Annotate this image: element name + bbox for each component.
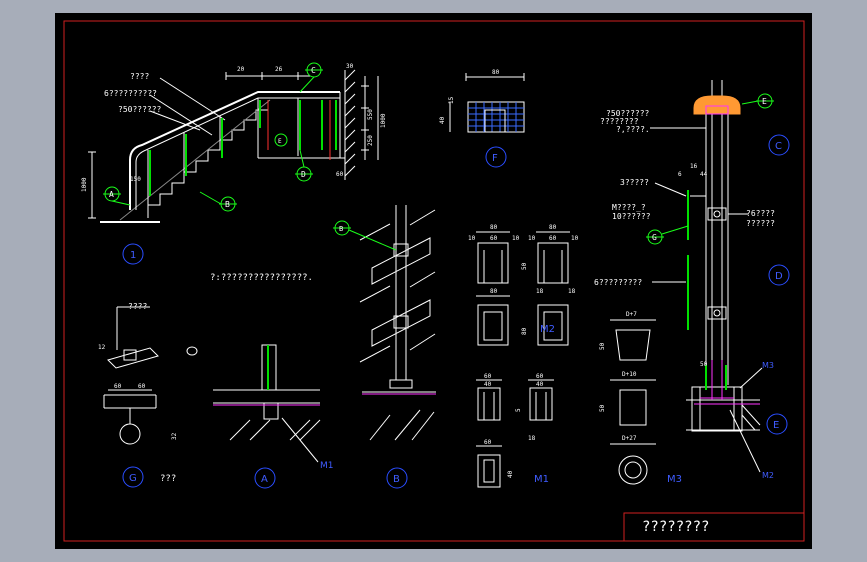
cde-dim-16: 16 <box>690 163 698 170</box>
plate-dim-40a: 40 <box>484 381 492 388</box>
cde-tag-e: E <box>762 97 767 106</box>
title-block <box>623 512 805 542</box>
plate-dim-10b: 10 <box>512 235 520 242</box>
dim-1000: 1000 <box>81 177 88 192</box>
g-dim-32: 32 <box>171 432 178 440</box>
tag-d: D <box>301 170 306 179</box>
plate-dim-10d: 10 <box>571 235 579 242</box>
f-id: F <box>492 153 498 164</box>
drawing-border <box>63 20 805 542</box>
cde-note-9: 6????????? <box>594 278 642 287</box>
detail-f <box>449 73 525 133</box>
dim-1000-right: 1000 <box>380 113 387 128</box>
main-text: ???? 6?????????? ?50?????? 20 26 30 1000… <box>81 63 387 192</box>
plate-dim-18a: 18 <box>536 288 544 295</box>
detail-b <box>359 205 436 441</box>
tag-e: E <box>278 138 282 145</box>
note-2: 6?????????? <box>104 89 157 98</box>
cde-note-5: M????_? <box>612 203 646 212</box>
view-id-1: 1 <box>130 250 136 261</box>
detail-cde <box>650 80 763 473</box>
cde-dim-44: 44 <box>700 171 708 178</box>
plate-dim-5: 5 <box>515 408 522 412</box>
cde-note-3: ?,????. <box>616 125 650 134</box>
f-dim-80: 80 <box>492 69 500 76</box>
g-dim-60a: 60 <box>114 383 122 390</box>
f-dim-40: 40 <box>439 116 446 124</box>
cde-dim-6: 6 <box>678 171 682 178</box>
f-dim-15: 15 <box>448 96 455 104</box>
detail-a <box>213 344 321 463</box>
cde-note-6: 10?????? <box>612 212 651 221</box>
a-id: A <box>261 474 268 485</box>
main-tags <box>103 62 323 212</box>
drawing-sheet <box>55 13 812 549</box>
detail-g <box>103 306 198 445</box>
plate-label-m1: M1 <box>534 474 549 485</box>
tag-a: A <box>109 190 114 199</box>
plate-dim-40c: 40 <box>507 470 514 478</box>
id-e: E <box>773 420 779 431</box>
cde-label-m2: M2 <box>762 471 774 480</box>
note-top: ???? <box>130 72 149 81</box>
g-dim-12: 12 <box>98 344 106 351</box>
plate-dim-80a: 80 <box>490 224 498 231</box>
plate-label-m3: M3 <box>667 474 682 485</box>
tag-b: B <box>225 200 230 209</box>
g-caption: ??? <box>160 474 176 484</box>
cde-dim-50: 50 <box>700 361 708 368</box>
plate-dim-60e: 60 <box>484 439 492 446</box>
dim-250: 250 <box>367 135 374 146</box>
dim-150: 150 <box>130 176 141 183</box>
g-dim-60b: 60 <box>138 383 146 390</box>
main-elevation <box>88 69 379 223</box>
plate-dim-d10: D+10 <box>622 371 637 378</box>
plate-details <box>476 231 656 488</box>
dim-550: 550 <box>367 109 374 120</box>
g-id: G <box>129 473 137 484</box>
plate-dim-80d: 80 <box>521 327 528 335</box>
plate-dim-60c: 60 <box>484 373 492 380</box>
plate-dim-50b: 50 <box>599 342 606 350</box>
plate-dim-80b: 80 <box>549 224 557 231</box>
plate-dim-60b: 60 <box>549 235 557 242</box>
id-d: D <box>775 271 783 282</box>
plate-dim-d27: D+27 <box>622 435 637 442</box>
plate-label-m2: M2 <box>540 324 555 335</box>
note-3: ?50?????? <box>118 105 162 114</box>
cde-label-m3: M3 <box>762 361 774 370</box>
plate-dim-80c: 80 <box>490 288 498 295</box>
dim-26: 26 <box>275 66 283 73</box>
cde-note-1: ?50?????? <box>606 109 650 118</box>
dim-20: 20 <box>237 66 245 73</box>
plate-dim-50c: 50 <box>599 404 606 412</box>
plate-dim-d7: D+7 <box>626 311 637 318</box>
center-note: ?:????????????????. <box>210 273 313 283</box>
plate-dim-40b: 40 <box>536 381 544 388</box>
b-id: B <box>393 474 400 485</box>
dim-30: 30 <box>346 63 354 70</box>
cde-note-8: ?????? <box>746 219 775 228</box>
glass-panels <box>149 100 337 196</box>
plate-dim-18c: 18 <box>528 435 536 442</box>
id-c: C <box>775 141 782 152</box>
cde-tag-g: G <box>652 233 657 242</box>
title-block-text: ???????? <box>642 519 709 535</box>
plate-dim-50a: 50 <box>521 262 528 270</box>
plate-dim-18b: 18 <box>568 288 576 295</box>
tag-c: C <box>311 66 316 75</box>
cde-note-2: ???????? <box>600 117 639 126</box>
b-tag: B <box>339 225 343 233</box>
a-label-m1: M1 <box>320 461 334 471</box>
cde-note-7: ?6???? <box>746 209 775 218</box>
g-note: ???? <box>128 302 147 311</box>
plate-dim-60a: 60 <box>490 235 498 242</box>
dim-60: 60 <box>336 171 344 178</box>
plate-dim-60d: 60 <box>536 373 544 380</box>
cde-note-4: 3????? <box>620 178 649 187</box>
plate-dim-10c: 10 <box>528 235 536 242</box>
plate-dim-10a: 10 <box>468 235 476 242</box>
